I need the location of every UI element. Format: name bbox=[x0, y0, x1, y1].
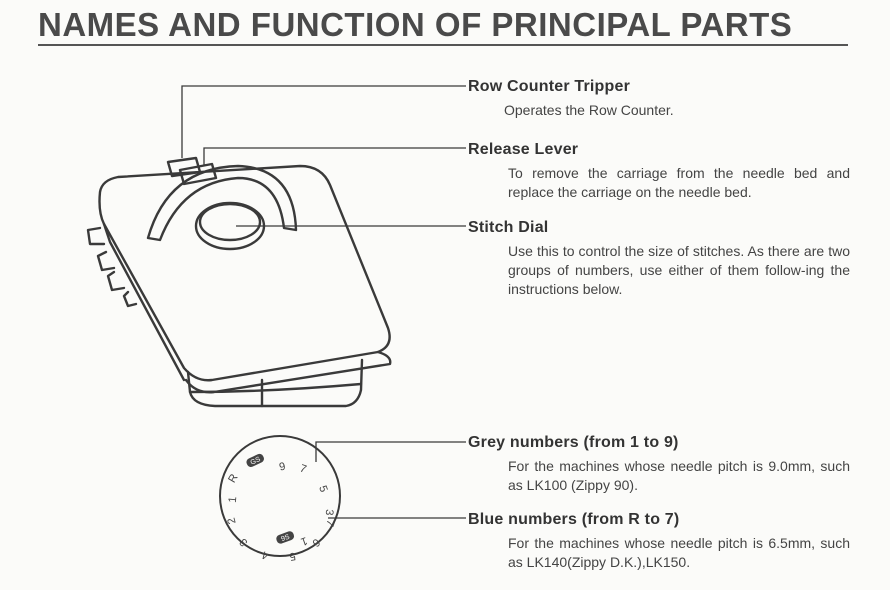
dial-grey-3: 3 bbox=[323, 509, 335, 516]
dial-blue-7: 7 bbox=[323, 518, 336, 528]
dial-blue-R: R bbox=[226, 472, 240, 485]
carriage-base bbox=[186, 358, 364, 408]
part-name-release-lever: Release Lever bbox=[468, 141, 579, 158]
leader-row-counter bbox=[181, 85, 466, 158]
leader-release-lever bbox=[203, 147, 466, 166]
part-desc-release-lever: To remove the carriage from the needle b… bbox=[508, 165, 850, 200]
dial-badge-top: GS bbox=[250, 456, 262, 467]
dial-blue-1: 1 bbox=[227, 496, 239, 503]
dial-group-name-blue: Blue numbers (from R to 7) bbox=[468, 511, 680, 528]
dial-grey-9: 9 bbox=[278, 461, 286, 474]
page-title: NAMES AND FUNCTION OF PRINCIPAL PARTS bbox=[38, 6, 793, 43]
dial-blue-5: 5 bbox=[288, 550, 296, 563]
leader-grey-numbers bbox=[315, 441, 466, 462]
dial-group-name-grey: Grey numbers (from 1 to 9) bbox=[468, 434, 679, 451]
release-lever bbox=[178, 162, 218, 186]
dial-grey-7: 7 bbox=[298, 462, 308, 475]
dial-group-desc-grey: For the machines whose needle pitch is 9… bbox=[508, 458, 850, 493]
carriage-body bbox=[98, 164, 391, 382]
stitch-dial-face: 9 7 5 3 1 R 1 2 3 4 5 6 7 GS 9S bbox=[219, 435, 341, 563]
part-desc-row-counter-tripper: Operates the Row Counter. bbox=[504, 102, 674, 118]
dial-blue-4: 4 bbox=[261, 548, 270, 561]
part-name-row-counter-tripper: Row Counter Tripper bbox=[468, 78, 631, 95]
part-name-stitch-dial: Stitch Dial bbox=[468, 219, 549, 236]
part-desc-stitch-dial: Use this to control the size of stitches… bbox=[508, 243, 850, 297]
dial-badge-bottom: 9S bbox=[280, 534, 291, 544]
row-counter-tripper bbox=[166, 156, 202, 178]
dial-grey-5: 5 bbox=[316, 484, 329, 494]
title-underline bbox=[38, 44, 848, 46]
dial-grey-1: 1 bbox=[299, 534, 309, 547]
handle bbox=[146, 164, 298, 242]
dial-blue-2: 2 bbox=[226, 516, 239, 525]
dial-group-desc-blue: For the machines whose needle pitch is 6… bbox=[508, 535, 850, 570]
